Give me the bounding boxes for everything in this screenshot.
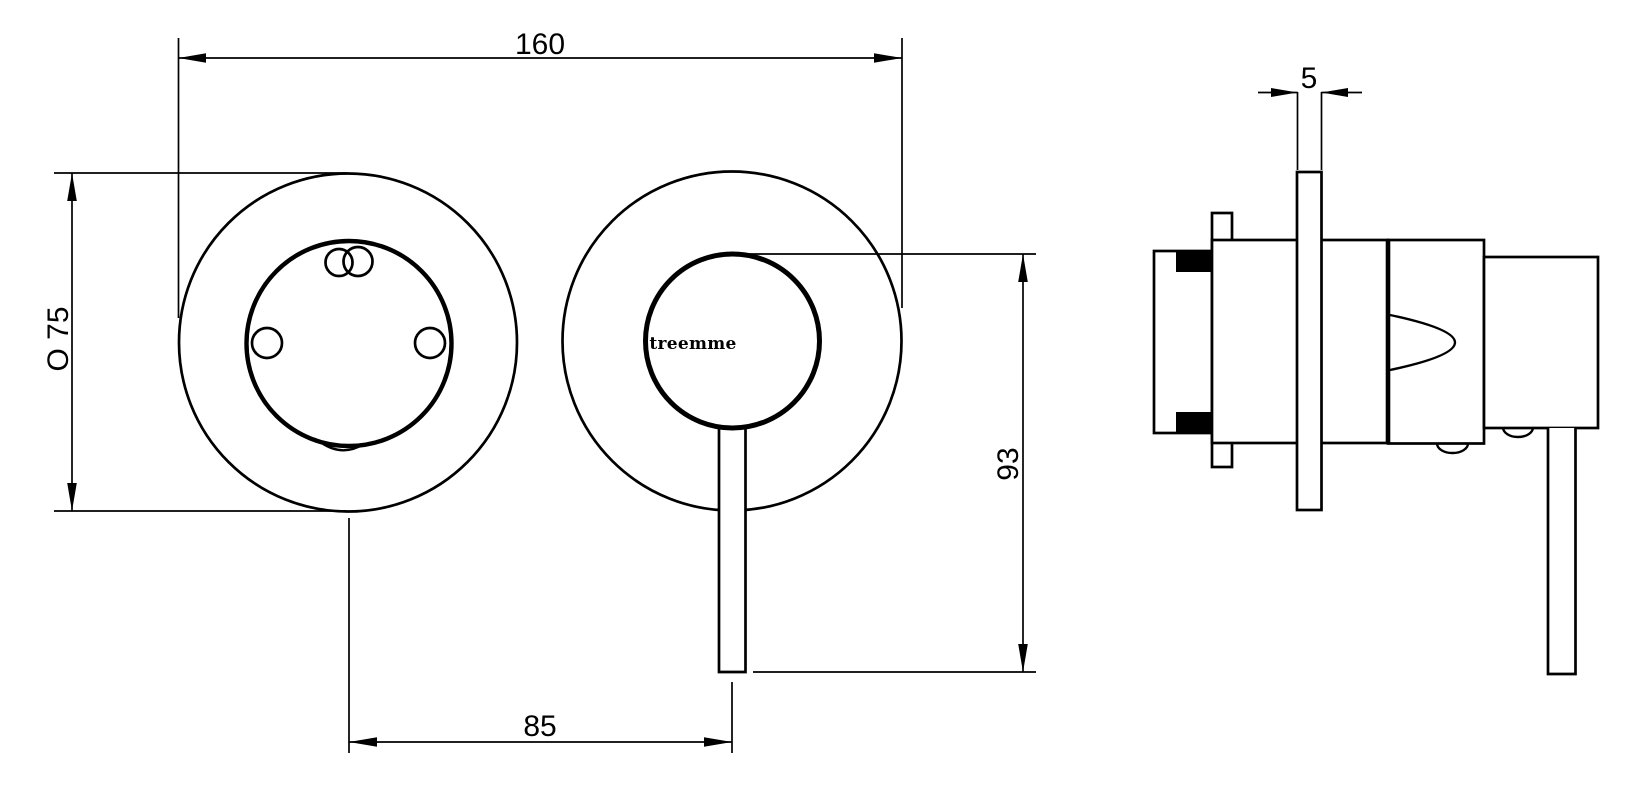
dim-93-arrow-bottom-icon (1018, 644, 1028, 672)
diverter-bottom-notch-chord (326, 445, 359, 448)
diverter-rosette (177, 172, 519, 513)
brand-logo: treemme (649, 334, 736, 354)
hub-underside-bump (1435, 443, 1470, 455)
front-view: treemme (177, 170, 903, 674)
wall-plate-side (1295, 170, 1323, 512)
handle-hub-side (1386, 238, 1486, 445)
diverter-hole-right (413, 326, 447, 360)
dimension-handle-drop: 93 (734, 253, 1036, 673)
dimension-centre-spacing: 85 (348, 518, 733, 753)
dim-93-label: 93 (992, 447, 1025, 480)
dimension-escutcheon-diameter: O 75 (42, 172, 347, 512)
mixer-handle-hub-circle (643, 251, 822, 431)
dim-160-arrow-left-icon (178, 53, 206, 63)
mixer-lever-rod-front (717, 426, 747, 674)
dim-85-arrow-right-icon (704, 737, 732, 747)
fixing-bolt-bottom (1176, 412, 1213, 432)
dim-85-label: 85 (523, 710, 556, 743)
grip-underside-bump (1501, 427, 1535, 439)
dim-5-arrow-right-icon (1321, 88, 1348, 97)
hub-lever-socket-curve (1389, 313, 1457, 372)
handle-grip-side (1482, 255, 1600, 430)
mixer-rosette: treemme (561, 170, 903, 674)
diverter-escutcheon-circle (177, 172, 519, 513)
diverter-ring-right-icon (342, 245, 374, 278)
dim-160-label: 160 (515, 28, 565, 61)
dimension-overall-width: 160 (177, 28, 903, 318)
lever-rod-side (1546, 428, 1577, 676)
diverter-ring-left-icon (324, 247, 354, 278)
dim-75-arrow-top-icon (67, 173, 77, 201)
side-view (1152, 170, 1600, 676)
diverter-hole-left (250, 326, 284, 360)
dim-93-arrow-top-icon (1018, 254, 1028, 282)
fixing-bolt-top (1176, 252, 1213, 272)
dimension-plate-thickness: 5 (1258, 62, 1362, 170)
dim-85-arrow-left-icon (349, 737, 377, 747)
diverter-bottom-notch (320, 441, 364, 452)
rough-in-body (1152, 249, 1214, 435)
dim-5-arrow-left-icon (1271, 88, 1298, 97)
dim-75-arrow-bottom-icon (67, 483, 77, 511)
dim-160-arrow-right-icon (874, 53, 902, 63)
dim-5-label: 5 (1301, 62, 1318, 95)
dim-75-label: O 75 (42, 306, 75, 371)
